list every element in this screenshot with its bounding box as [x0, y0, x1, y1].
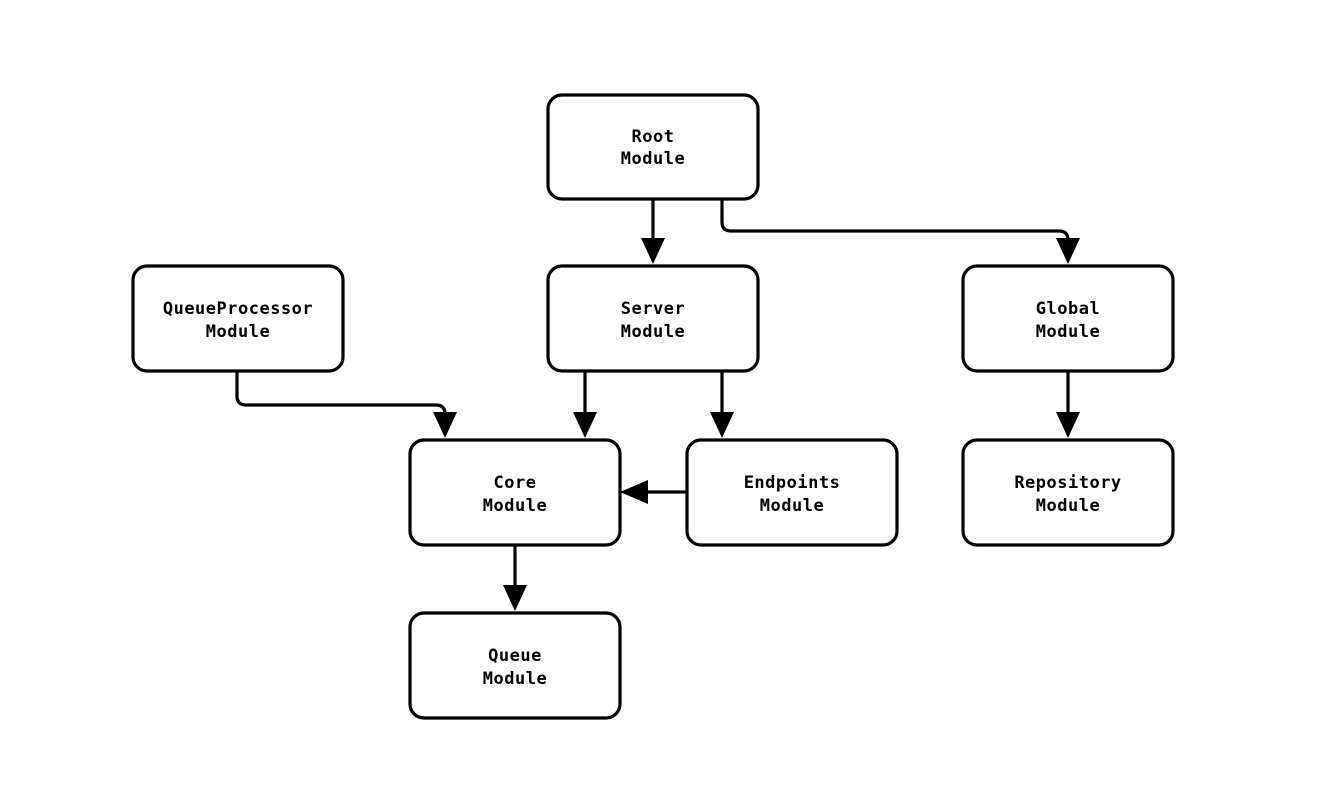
- node-core-module-label-line1: Core: [494, 473, 537, 493]
- edge-root-to-global: [720, 199, 1080, 264]
- node-repository-module-label-line2: Module: [1036, 496, 1100, 516]
- node-root-module-label-line1: Root: [632, 127, 675, 147]
- node-queueprocessor-module-label-line1: QueueProcessor: [163, 299, 313, 319]
- node-queue-module[interactable]: Queue Module: [408, 611, 622, 720]
- edge-root-server-arrowhead: [641, 238, 665, 264]
- edge-root-global-line: [720, 199, 1070, 242]
- node-server-module[interactable]: Server Module: [546, 264, 760, 373]
- edge-core-queue-arrowhead: [503, 585, 527, 611]
- node-repository-module-label-line1: Repository: [1014, 473, 1121, 493]
- node-global-module-box[interactable]: [961, 264, 1175, 373]
- edge-root-global-arrowhead: [1056, 238, 1080, 264]
- node-server-module-label-line2: Module: [621, 322, 685, 342]
- node-endpoints-module-label-line2: Module: [760, 496, 824, 516]
- edge-root-to-server: [641, 199, 665, 264]
- edge-endpoints-core-arrowhead: [620, 480, 648, 504]
- node-root-module[interactable]: Root Module: [546, 93, 760, 201]
- node-root-module-label-line2: Module: [621, 149, 685, 169]
- node-global-module-label-line1: Global: [1036, 299, 1100, 319]
- node-global-module[interactable]: Global Module: [961, 264, 1175, 373]
- edge-server-endpoints-arrowhead: [710, 412, 734, 438]
- node-root-module-box[interactable]: [546, 93, 760, 201]
- node-queueprocessor-module-label-line2: Module: [206, 322, 270, 342]
- node-global-module-label-line2: Module: [1036, 322, 1100, 342]
- node-server-module-box[interactable]: [546, 264, 760, 373]
- node-repository-module[interactable]: Repository Module: [961, 438, 1175, 547]
- edge-endpoints-to-core: [620, 480, 687, 504]
- node-repository-module-box[interactable]: [961, 438, 1175, 547]
- edge-queueprocessor-to-core: [235, 371, 457, 438]
- edge-queueprocessor-core-line: [235, 371, 447, 416]
- node-endpoints-module-box[interactable]: [685, 438, 899, 547]
- edge-server-to-endpoints: [710, 371, 734, 438]
- edge-global-to-repository: [1056, 371, 1080, 438]
- edge-core-to-queue: [503, 545, 527, 611]
- edges-layer: [235, 199, 1080, 611]
- node-queueprocessor-module-box[interactable]: [131, 264, 345, 373]
- edge-queueprocessor-core-arrowhead: [433, 412, 457, 438]
- node-queue-module-label-line1: Queue: [488, 646, 542, 666]
- node-server-module-label-line1: Server: [621, 299, 685, 319]
- edge-server-core-arrowhead: [573, 412, 597, 438]
- node-queue-module-box[interactable]: [408, 611, 622, 720]
- node-queue-module-label-line2: Module: [483, 669, 547, 689]
- node-queueprocessor-module[interactable]: QueueProcessor Module: [131, 264, 345, 373]
- node-endpoints-module[interactable]: Endpoints Module: [685, 438, 899, 547]
- nodes-layer: Root Module QueueProcessor Module Server…: [131, 93, 1175, 720]
- node-core-module-label-line2: Module: [483, 496, 547, 516]
- node-endpoints-module-label-line1: Endpoints: [744, 473, 841, 493]
- edge-server-to-core: [573, 371, 597, 438]
- edge-global-repository-arrowhead: [1056, 412, 1080, 438]
- node-core-module[interactable]: Core Module: [408, 438, 622, 547]
- node-core-module-box[interactable]: [408, 438, 622, 547]
